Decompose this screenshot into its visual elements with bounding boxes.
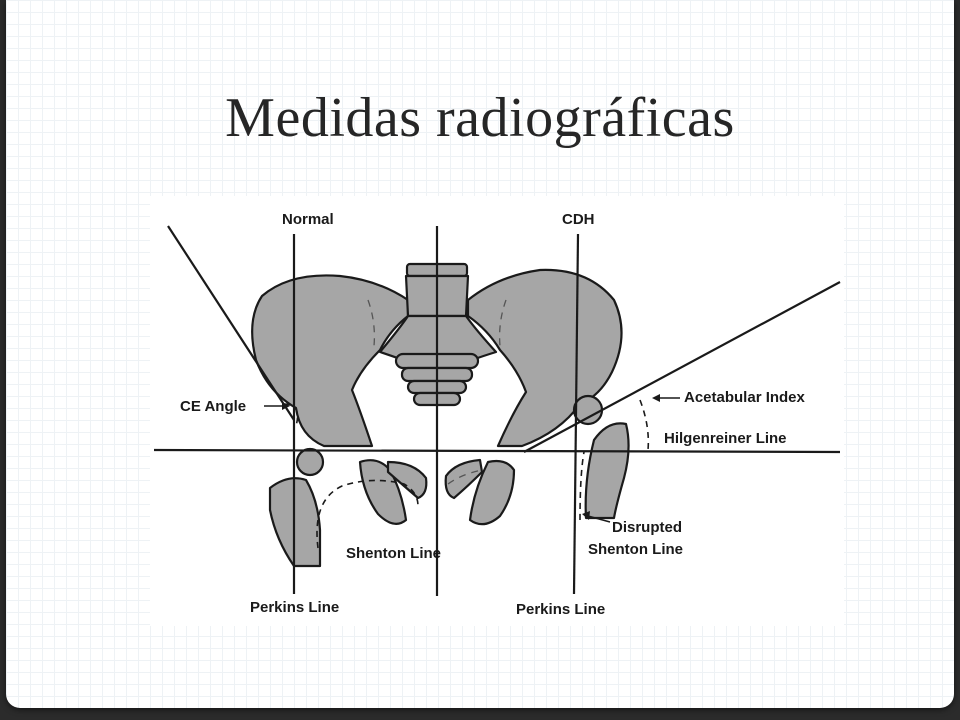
right-ischium <box>468 459 516 526</box>
disrupted-shenton-arrowhead <box>582 511 590 520</box>
label-shenton-line: Shenton Line <box>346 545 441 562</box>
label-perkins-right: Perkins Line <box>516 601 605 618</box>
left-pubis <box>386 460 428 500</box>
shenton-line-curve <box>316 479 419 549</box>
left-ischium <box>358 459 408 525</box>
disrupted-shenton-arrow <box>587 515 611 523</box>
label-cdh: CDH <box>562 211 595 228</box>
figure-panel <box>150 196 844 626</box>
label-hilgenreiner-line: Hilgenreiner Line <box>664 430 787 447</box>
label-perkins-left: Perkins Line <box>250 599 339 616</box>
right-femoral-head <box>572 394 604 426</box>
hilgenreiner-line <box>153 448 841 454</box>
label-disrupted-shenton-1: Disrupted <box>612 519 682 536</box>
acetabular-index-line <box>523 281 841 453</box>
right-pubis <box>444 458 484 500</box>
label-normal: Normal <box>282 211 334 228</box>
acetabular-index-arc <box>639 399 650 451</box>
right-femur <box>584 422 630 520</box>
left-femoral-head <box>295 447 325 477</box>
disrupted-shenton-curve <box>579 451 585 521</box>
label-disrupted-shenton-2: Shenton Line <box>588 541 683 558</box>
pubic-inner-contour <box>447 469 483 485</box>
ce-angle-arc <box>283 403 299 427</box>
perkins-line-right <box>572 233 580 595</box>
label-acetabular-index: Acetabular Index <box>684 389 806 406</box>
acetabular-index-arrowhead <box>652 394 660 402</box>
ce-angle-line <box>167 225 295 421</box>
label-ce-angle: CE Angle <box>180 398 246 415</box>
slide-title: Medidas radiográficas <box>225 87 735 149</box>
right-ilium-inner-contour <box>498 299 507 347</box>
left-ilium <box>251 274 410 448</box>
left-ilium-inner-contour <box>367 299 376 347</box>
ce-angle-arrowhead <box>282 402 290 410</box>
